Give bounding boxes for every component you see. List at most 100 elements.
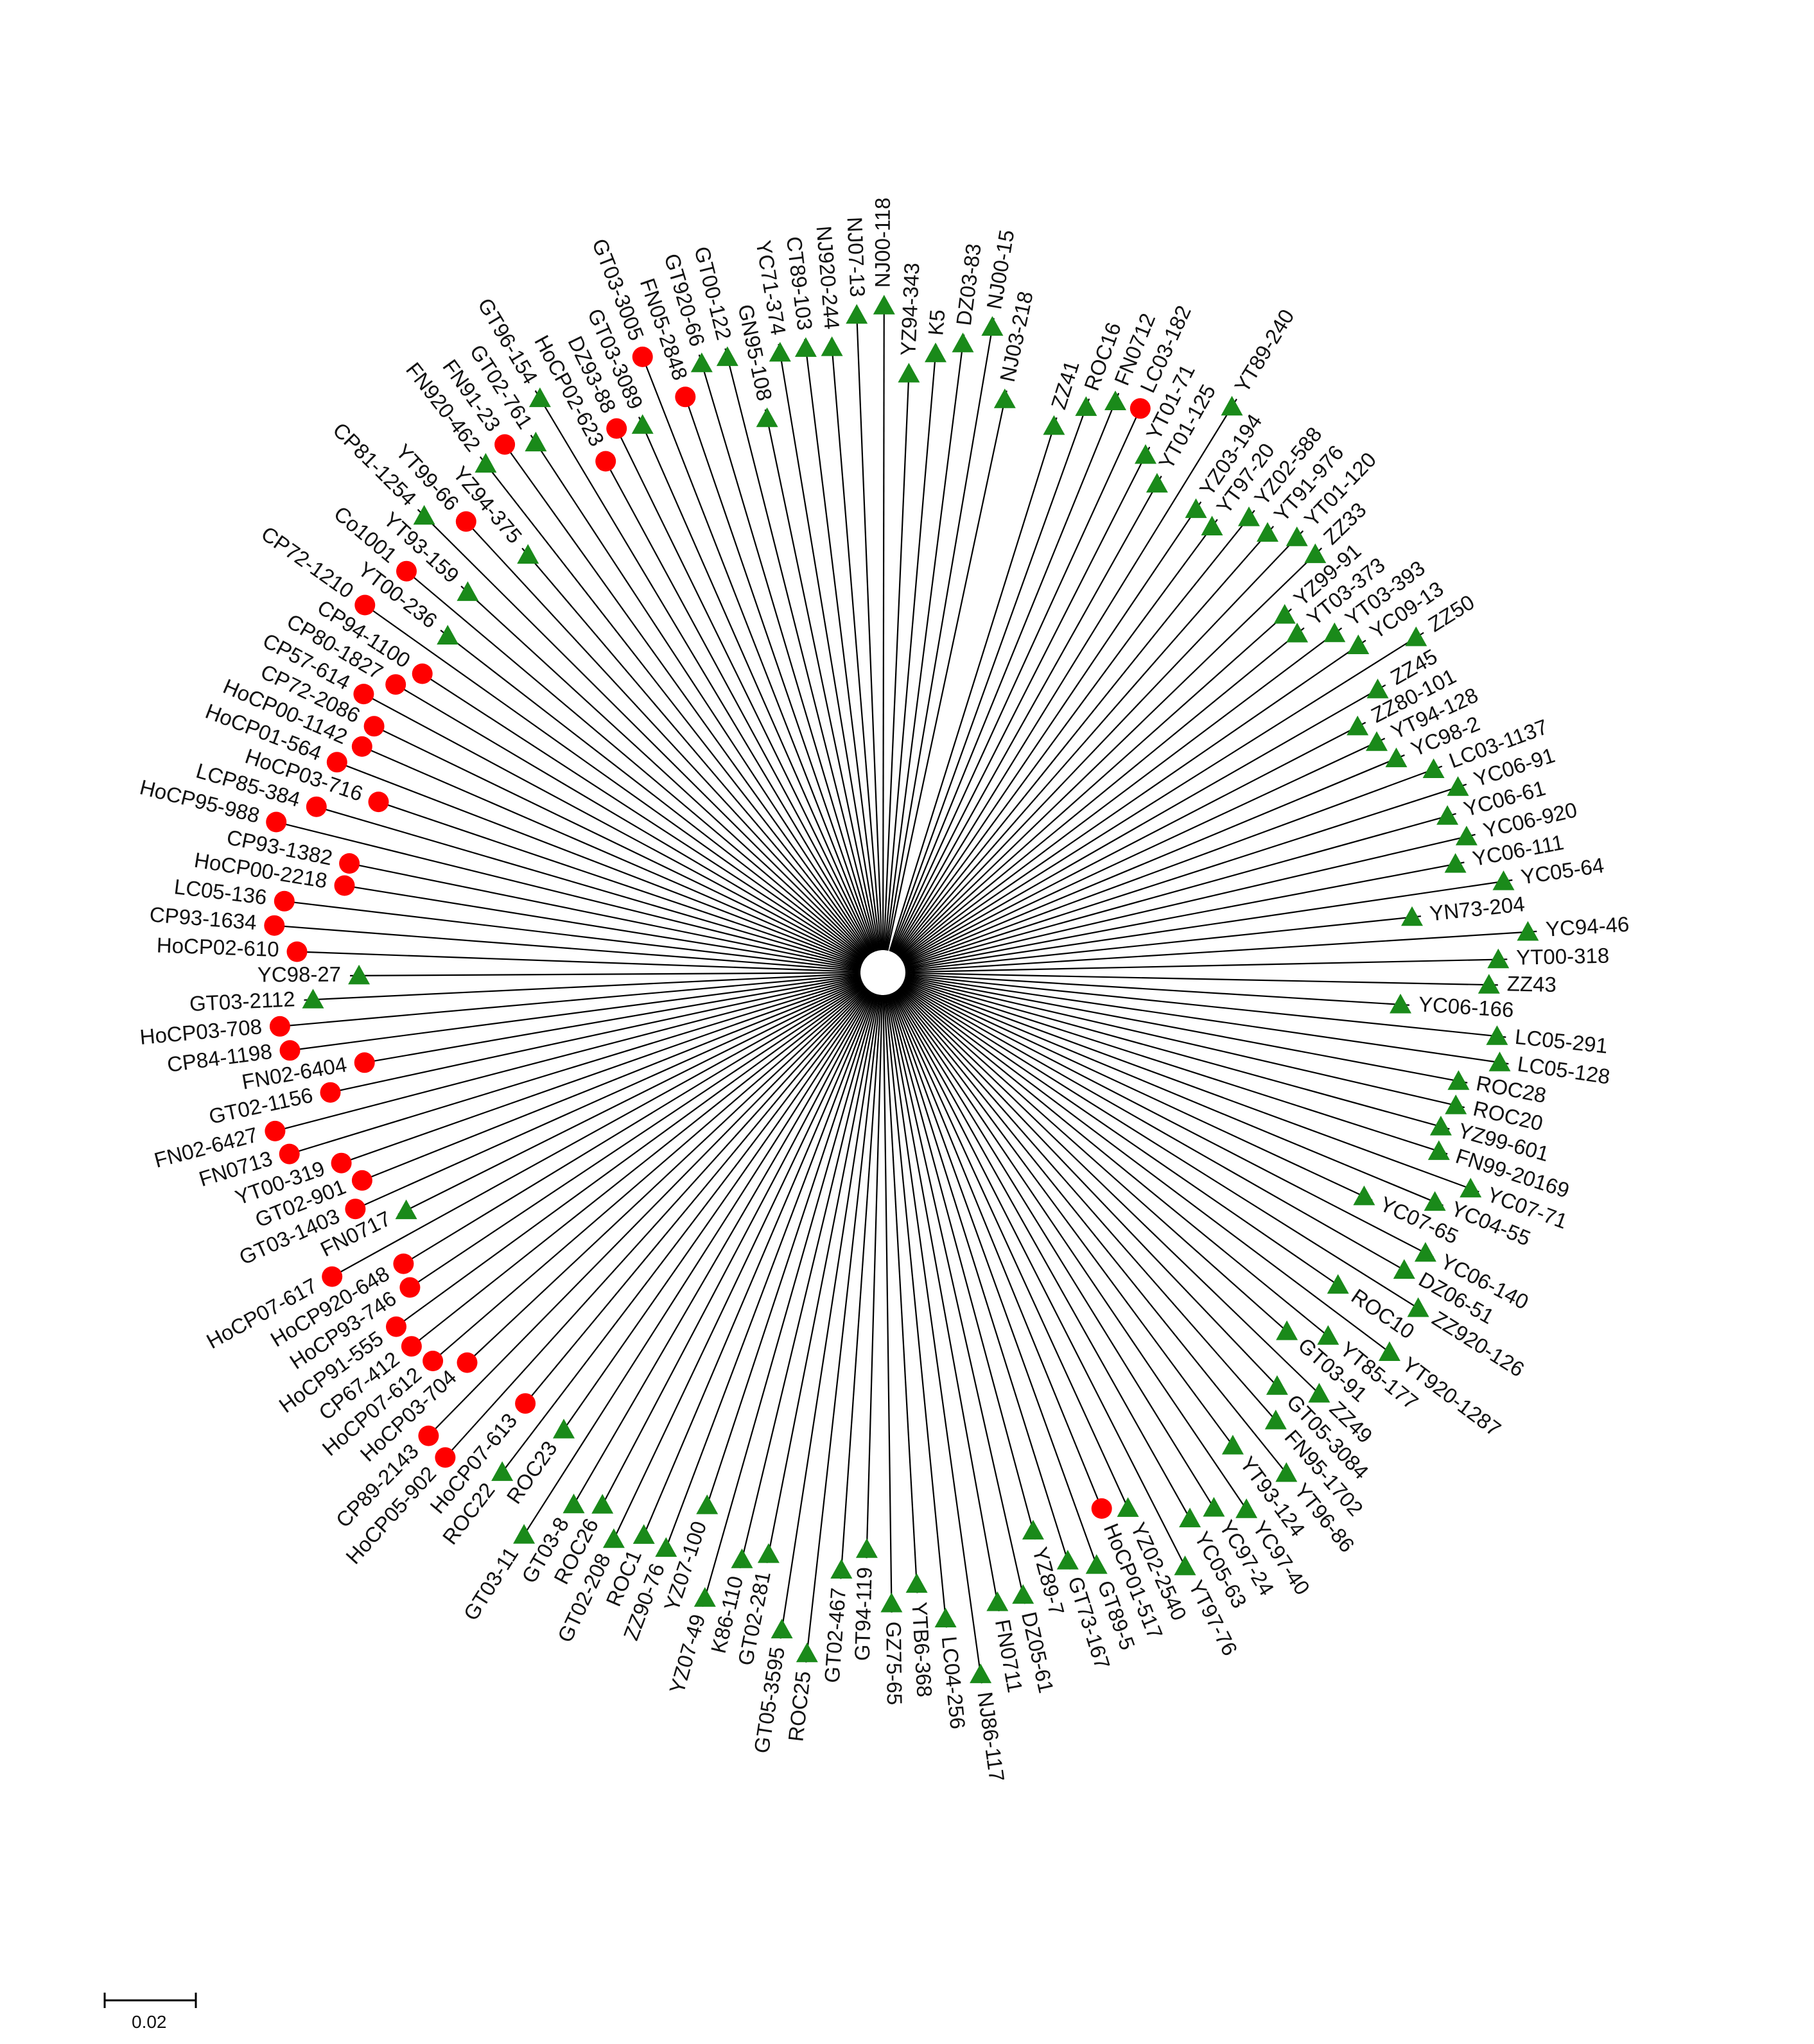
green-triangle-marker <box>1323 622 1346 643</box>
branch-line <box>333 979 862 1167</box>
red-circle-marker <box>354 594 376 616</box>
branch-line <box>905 976 1468 1084</box>
branch-line <box>440 629 866 960</box>
branch-line <box>882 994 893 1613</box>
branch-line <box>638 416 875 953</box>
red-circle-marker <box>354 1052 375 1073</box>
branch-line <box>882 297 885 951</box>
leaf-label: GT03-11 <box>458 1543 523 1625</box>
green-triangle-marker <box>1327 1274 1349 1294</box>
green-triangle-marker <box>771 1618 793 1639</box>
leaf-label: YC98-27 <box>257 962 341 987</box>
branch-line <box>568 991 873 1513</box>
green-triangle-marker <box>591 1494 614 1514</box>
branch-line <box>340 861 861 969</box>
green-triangle-marker <box>693 1587 716 1607</box>
leaf-label: YT89-240 <box>1230 305 1299 397</box>
branch-line <box>899 608 1292 958</box>
green-triangle-marker <box>1146 472 1168 493</box>
branch-line <box>884 994 948 1628</box>
green-triangle-marker <box>1203 1496 1225 1517</box>
red-circle-marker <box>334 875 355 896</box>
branch-line <box>905 930 1537 972</box>
leaf-label: GZ75-65 <box>882 1622 907 1706</box>
branch-line <box>397 982 864 1215</box>
branch-line <box>895 990 1239 1453</box>
green-triangle-marker <box>1276 1320 1298 1340</box>
red-circle-marker <box>401 1336 422 1357</box>
branch-line <box>901 639 1366 961</box>
branch-line <box>369 798 862 966</box>
branch-line <box>612 420 874 953</box>
green-triangle-marker <box>1407 1297 1429 1317</box>
green-triangle-marker <box>563 1493 585 1514</box>
red-circle-marker <box>326 752 347 773</box>
red-circle-marker <box>515 1393 536 1414</box>
green-triangle-marker <box>756 407 778 428</box>
branch-line <box>766 994 880 1563</box>
green-triangle-marker <box>437 625 459 645</box>
branch-line <box>365 722 863 964</box>
branch-line <box>899 987 1295 1338</box>
green-triangle-marker <box>1273 603 1296 624</box>
green-triangle-marker <box>1422 758 1445 778</box>
branch-line <box>883 365 911 951</box>
leaf-label: YZ89-7 <box>1028 1545 1069 1618</box>
branch-line <box>703 993 877 1514</box>
branch-line <box>357 599 866 960</box>
green-triangle-marker <box>632 1524 655 1544</box>
branch-line <box>903 783 1467 967</box>
branch-line <box>266 977 862 1134</box>
green-triangle-marker <box>1221 395 1243 416</box>
branch-line <box>459 514 869 957</box>
red-circle-marker <box>353 684 374 705</box>
branch-line <box>804 339 881 951</box>
branch-line <box>886 994 1000 1611</box>
branch-line <box>888 994 1036 1540</box>
branch-line <box>889 993 1101 1574</box>
green-triangle-marker <box>993 388 1016 408</box>
green-triangle-marker <box>1366 731 1388 751</box>
branch-line <box>499 437 871 955</box>
green-triangle-marker <box>395 1199 417 1220</box>
branch-line <box>885 318 995 951</box>
leaf-label: GT03-2112 <box>189 987 295 1016</box>
green-triangle-marker <box>1405 626 1427 646</box>
red-circle-marker <box>345 1199 366 1220</box>
branch-line <box>905 958 1508 973</box>
branch-line <box>557 991 871 1438</box>
branch-line <box>905 974 1506 1038</box>
branch-line <box>891 400 1145 953</box>
green-triangle-marker <box>1056 1550 1079 1570</box>
red-circle-marker <box>264 915 285 936</box>
red-circle-marker <box>1129 398 1151 419</box>
green-triangle-marker <box>970 1663 992 1683</box>
branch-line <box>496 990 870 1480</box>
green-triangle-marker <box>1427 1140 1450 1160</box>
red-circle-marker <box>412 663 433 684</box>
branch-line <box>355 975 861 1065</box>
leaf-label: ROC23 <box>501 1437 561 1508</box>
green-triangle-marker <box>1447 1070 1470 1090</box>
green-triangle-marker <box>1488 1052 1511 1071</box>
green-triangle-marker <box>1012 1584 1034 1604</box>
red-circle-marker <box>399 1277 421 1298</box>
green-triangle-marker <box>1238 507 1260 526</box>
green-triangle-marker <box>1347 715 1369 736</box>
green-triangle-marker <box>528 387 551 408</box>
green-triangle-marker <box>981 316 1004 336</box>
green-triangle-marker <box>1478 974 1500 994</box>
green-triangle-marker <box>1135 444 1156 464</box>
green-triangle-marker <box>1393 1259 1415 1279</box>
branch-line <box>898 987 1327 1401</box>
branch-line <box>900 985 1397 1358</box>
branch-line <box>321 976 862 1095</box>
branch-line <box>355 689 864 963</box>
leaf-label: YZ94-375 <box>448 462 527 548</box>
branch-line <box>353 980 862 1185</box>
branch-line <box>903 738 1386 964</box>
branch-line <box>892 992 1190 1575</box>
green-triangle-marker <box>1043 415 1065 435</box>
leaf-label: YN73-204 <box>1429 892 1526 925</box>
